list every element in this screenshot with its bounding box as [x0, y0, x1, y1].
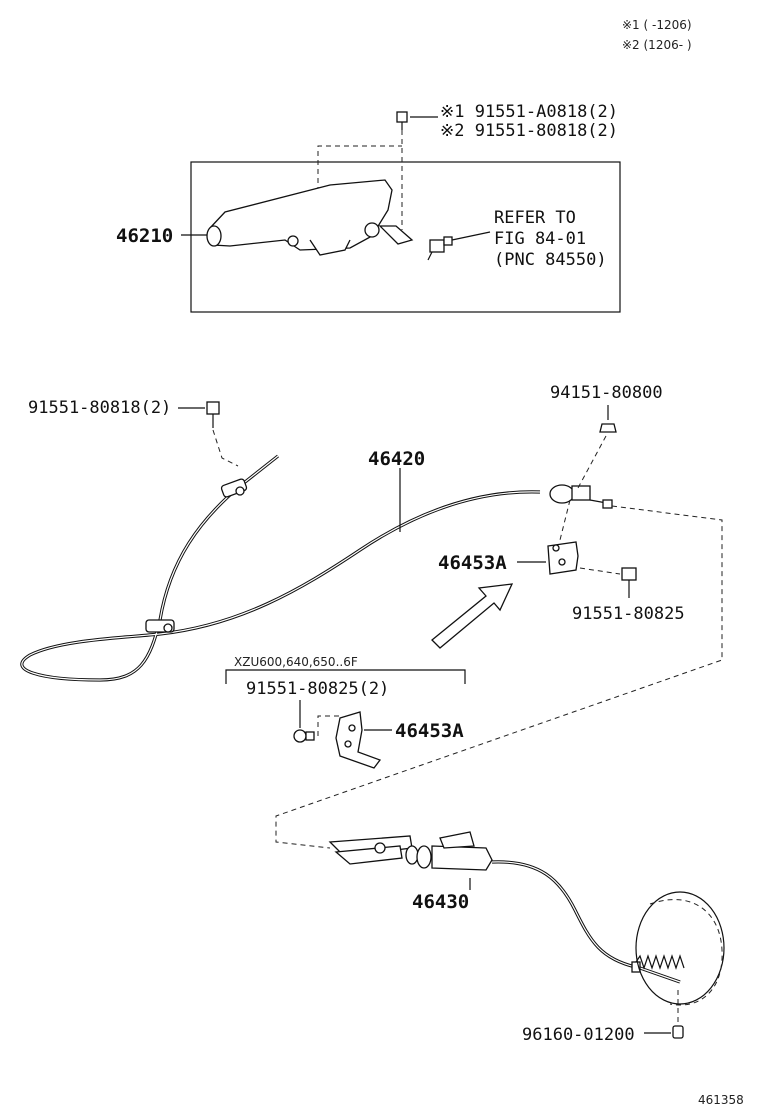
- label-bolt-left: 91551-80818(2): [28, 398, 171, 418]
- variant-group: XZU600,640,650..6F 91551-80825(2) 46453A: [225, 655, 466, 769]
- label-bracket-1: 46453A: [438, 552, 507, 574]
- label-refer-1: REFER TO: [494, 208, 576, 228]
- lever-icon: [206, 179, 414, 256]
- leader-refer: [451, 231, 491, 241]
- label-bracket-2: 46453A: [395, 720, 464, 742]
- lever-group: ※1 91551-A0818(2) ※2 91551-80818(2) 4621…: [116, 102, 621, 313]
- label-lever: 46210: [116, 225, 173, 247]
- top-bolt-icon: [396, 111, 408, 130]
- front-cable-group: 91551-80818(2) 46420 94151-80800: [20, 383, 685, 682]
- lever-box: [190, 161, 621, 313]
- cable-spring-icon: [631, 954, 685, 973]
- label-bolt-top-2: ※2 91551-80818(2): [440, 121, 618, 141]
- clip-icon: [672, 1025, 684, 1039]
- cable-clip-upper-icon: [220, 478, 248, 498]
- equalizer-icon: [328, 831, 493, 871]
- label-clip: 96160-01200: [522, 1025, 635, 1045]
- legend-note-1: ※1 ( -1206): [622, 18, 692, 32]
- label-refer-2: FIG 84-01: [494, 229, 586, 249]
- rear-cable-group: 46430 96160-01200: [328, 831, 725, 1045]
- nut-icon: [599, 423, 617, 433]
- label-variant: XZU600,640,650..6F: [234, 655, 358, 669]
- label-cable-rear: 46430: [412, 891, 469, 913]
- switch-icon: [427, 236, 453, 261]
- variant-bolt-icon: [293, 729, 315, 743]
- rear-cable-icon: [491, 860, 681, 984]
- cable-adjuster-icon: [549, 484, 613, 509]
- legend-note-2: ※2 (1206- ): [622, 38, 692, 52]
- label-nut-right: 94151-80800: [550, 383, 663, 403]
- connection-guide: [275, 505, 723, 849]
- bracket-icon: [547, 541, 579, 575]
- figure-id: 461358: [698, 1093, 744, 1107]
- label-bolt-top-1: ※1 91551-A0818(2): [440, 102, 618, 122]
- left-bolt-icon: [206, 401, 220, 428]
- label-cable-front: 46420: [368, 448, 425, 470]
- brake-drum-icon: [635, 891, 725, 1006]
- bracket-bolt-icon: [621, 567, 637, 598]
- label-bolt-bracket: 91551-80825: [572, 604, 685, 624]
- cable-clip-lower-icon: [145, 619, 175, 633]
- direction-arrow-icon: [431, 583, 514, 649]
- variant-bracket-icon: [335, 711, 382, 769]
- label-bolt-bracket-2: 91551-80825(2): [246, 679, 389, 699]
- label-refer-3: (PNC 84550): [494, 250, 607, 270]
